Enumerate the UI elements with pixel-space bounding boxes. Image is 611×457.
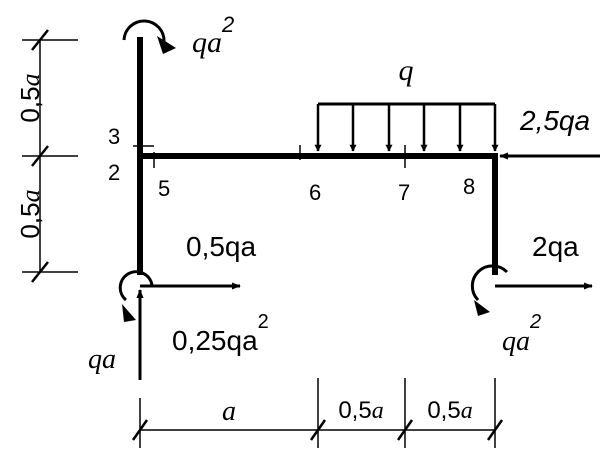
- label-right-horizontal: 2qa: [532, 231, 579, 262]
- node-8: 8: [463, 174, 475, 199]
- dim-left-upper-value: 0,5: [15, 86, 45, 122]
- dim-left-lower: 0,5a: [15, 189, 45, 238]
- frame-members: [137, 37, 498, 275]
- bottom-dimensions: [131, 378, 504, 448]
- left-support-moment-arc: [118, 270, 154, 302]
- distributed-load: [314, 102, 499, 152]
- node-7: 7: [398, 180, 410, 205]
- node-5: 5: [158, 176, 170, 201]
- label-left-vertical: qa: [88, 344, 116, 375]
- dim-left-upper-var: a: [16, 73, 45, 86]
- dim-left-lower-value: 0,5: [15, 202, 45, 238]
- right-support-moment-arc: [470, 264, 509, 302]
- dim-left-upper: 0,5a: [15, 73, 45, 122]
- label-force-2-5qa: 2,5qa: [519, 105, 590, 136]
- label-top-moment: qa2: [192, 12, 234, 59]
- node-3: 3: [108, 124, 120, 149]
- label-q: q: [399, 54, 414, 87]
- label-left-horizontal: 0,5qa: [186, 231, 256, 262]
- dim-left-lower-var: a: [16, 189, 45, 202]
- svg-text:0,5a: 0,5a: [15, 189, 45, 238]
- label-left-moment: 0,25qa2: [172, 311, 269, 356]
- node-2: 2: [108, 160, 120, 185]
- dim-bottom-right: 0,5a: [427, 397, 472, 424]
- label-right-moment: qa2: [502, 311, 541, 357]
- dim-bottom-a: a: [222, 396, 236, 427]
- node-6: 6: [309, 180, 321, 205]
- left-dimensions: [22, 29, 78, 283]
- dim-bottom-mid: 0,5a: [338, 397, 383, 424]
- svg-text:0,5a: 0,5a: [15, 73, 45, 122]
- top-moment-arc: [122, 19, 166, 43]
